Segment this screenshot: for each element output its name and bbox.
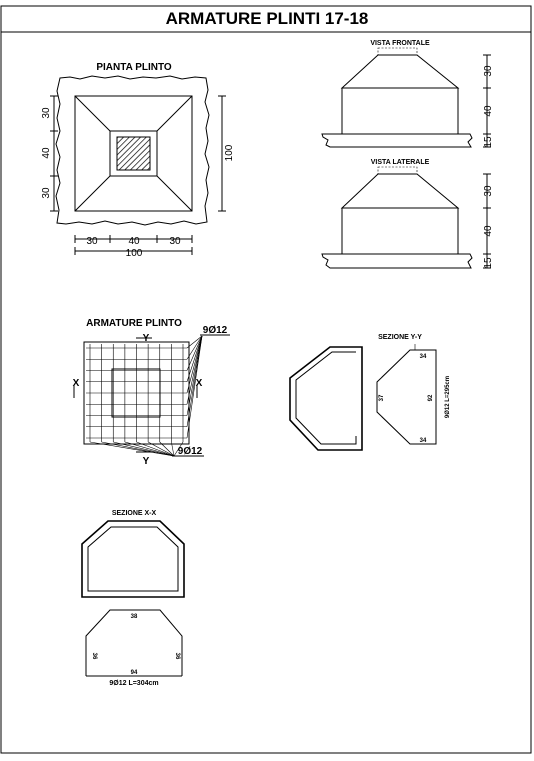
ground-outline	[55, 75, 210, 226]
bar-label-top: 9Ø12	[203, 325, 228, 336]
vista-frontale-heading: VISTA FRONTALE	[370, 40, 430, 47]
base-laterale	[341, 207, 459, 255]
pyramid-frontale	[340, 54, 460, 89]
rebar-leader-bottom	[159, 441, 175, 457]
yy-top-dim: 34	[420, 354, 427, 360]
dim-right-total: 100	[224, 144, 235, 161]
xx-stirrup-outer	[81, 520, 185, 598]
plinth-base	[74, 95, 193, 212]
xx-top-dim: 38	[131, 614, 138, 620]
yy-side-dim: 37	[379, 394, 385, 401]
dim-bottom-1: 30	[86, 236, 98, 247]
yy-bar-shape	[376, 349, 437, 445]
sezione-xx: SEZIONE X-X 38 36 36 94 9Ø12 L=304cm	[81, 510, 185, 687]
yy-right-dim: 92	[428, 394, 434, 401]
rebar-leader-top	[186, 335, 203, 394]
rebar-grid	[86, 344, 187, 442]
rebar-leader-top	[186, 335, 203, 360]
column-stub-frontale	[377, 47, 418, 56]
dim-bottom-2: 40	[128, 236, 140, 247]
dim-laterale-3: 15	[483, 257, 494, 269]
edge-tr	[156, 95, 193, 132]
dim-frontale-3: 15	[483, 136, 494, 148]
rebar-leader-top	[186, 335, 203, 382]
armature-heading: ARMATURE PLINTO	[86, 318, 182, 329]
xx-bar-shape	[85, 609, 183, 676]
vista-laterale: VISTA LATERALE 30 40 15	[321, 159, 494, 269]
dim-frontale-1: 30	[483, 65, 494, 77]
page-title: ARMATURE PLINTI 17-18	[166, 9, 369, 28]
armature-outline	[83, 341, 190, 445]
axis-x-right: X	[196, 378, 203, 389]
sezione-yy-heading: SEZIONE Y-Y	[378, 334, 422, 341]
dim-frontale-2: 40	[483, 105, 494, 117]
axis-y-bottom: Y	[143, 456, 150, 467]
rebar-leader-top	[186, 335, 203, 439]
pianta-heading: PIANTA PLINTO	[96, 62, 172, 73]
axis-y-top: Y	[143, 333, 150, 344]
rebar-leader-top	[186, 335, 203, 416]
column-stub-laterale	[377, 166, 418, 175]
vista-frontale: VISTA FRONTALE 30 40 15	[321, 40, 494, 148]
pyramid-laterale	[340, 173, 460, 209]
xx-left-dim: 36	[91, 653, 97, 660]
armature-column	[111, 368, 161, 418]
column-section	[116, 136, 151, 171]
yy-stirrup-outer	[289, 346, 363, 451]
rebar-leader-bottom	[173, 441, 184, 457]
rebar-leader-top	[186, 335, 203, 349]
xx-stirrup-inner	[87, 526, 179, 592]
base-frontale	[341, 87, 459, 135]
yy-bottom-dim: 34	[420, 438, 427, 444]
xx-bottom-dim: 94	[131, 670, 138, 676]
rebar-leader-bottom	[89, 441, 175, 457]
dim-left-2: 40	[41, 147, 52, 159]
bar-label-bottom: 9Ø12	[178, 446, 203, 457]
sezione-xx-heading: SEZIONE X-X	[112, 510, 157, 517]
pianta-plinto: PIANTA PLINTO 30 40 30 100	[41, 62, 235, 259]
edge-tl	[74, 95, 111, 132]
rebar-fan	[89, 335, 203, 457]
xx-bar-label: 9Ø12 L=304cm	[109, 680, 158, 687]
rebar-leader-top	[186, 335, 203, 371]
dim-left-1: 30	[41, 107, 52, 119]
dim-bottom-3: 30	[169, 236, 181, 247]
edge-bl	[74, 175, 111, 212]
sheet-frame	[0, 5, 532, 754]
dim-bottom-total: 100	[126, 248, 143, 259]
dim-left-3: 30	[41, 187, 52, 199]
rebar-leader-bottom	[147, 441, 175, 457]
rebar-leader-bottom	[136, 441, 175, 457]
edge-br	[156, 175, 193, 212]
vista-laterale-heading: VISTA LATERALE	[371, 159, 430, 166]
rebar-leader-top	[186, 335, 203, 405]
xx-hook	[87, 584, 96, 592]
plinth-top	[109, 130, 158, 177]
yy-stirrup-inner	[295, 351, 357, 445]
armature-plinto: ARMATURE PLINTO 9Ø12 9Ø12 Y Y X X	[73, 318, 230, 467]
yy-bar-label: 9Ø12 L=295cm	[445, 376, 451, 418]
rebar-leader-bottom	[124, 441, 175, 457]
dim-laterale-1: 30	[483, 185, 494, 197]
sezione-yy: SEZIONE Y-Y 34 37 92 34 9Ø12 L=295cm	[289, 334, 451, 451]
rebar-leader-bottom	[113, 441, 175, 457]
rebar-leader-bottom	[101, 441, 175, 457]
xx-right-dim: 36	[174, 653, 180, 660]
ground-laterale	[321, 253, 473, 269]
ground-frontale	[321, 133, 473, 148]
dim-laterale-2: 40	[483, 225, 494, 237]
axis-x-left: X	[73, 378, 80, 389]
rebar-leader-bottom	[171, 441, 175, 457]
